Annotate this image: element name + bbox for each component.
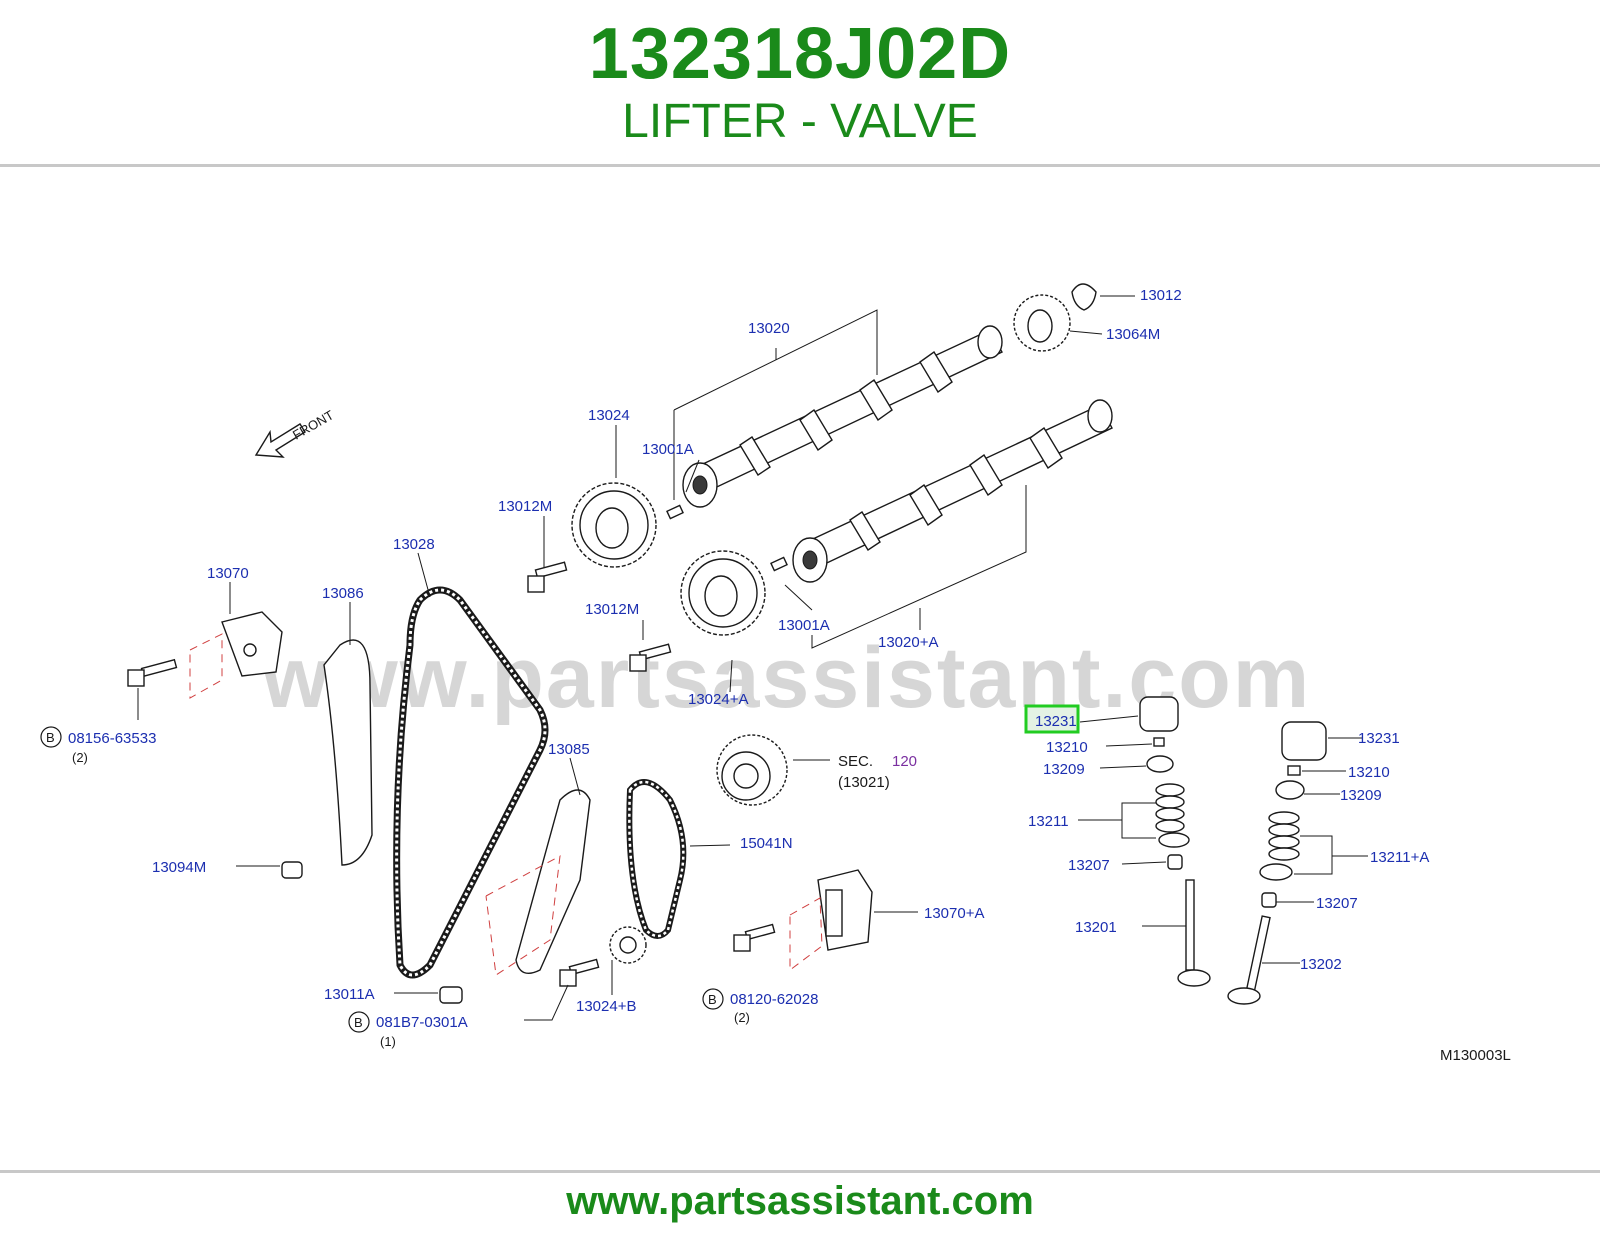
label-13024-b[interactable]: 13024+B: [576, 998, 636, 1015]
sec-label: SEC.: [838, 753, 873, 770]
label-13209-left[interactable]: 13209: [1043, 761, 1085, 778]
bolt-13012m-mid: [629, 643, 672, 672]
label-13011a[interactable]: 13011A: [324, 986, 375, 1003]
label-13024-a[interactable]: 13024+A: [688, 691, 748, 708]
highlight-box-13231: [1024, 704, 1080, 734]
exhaust-valve-13202: [1227, 915, 1271, 1005]
label-13202[interactable]: 13202: [1300, 956, 1342, 973]
bolt-08120: [733, 923, 776, 952]
label-08156-63533[interactable]: 08156-63533: [68, 730, 156, 747]
label-13020-a[interactable]: 13020+A: [878, 634, 938, 651]
dowel-pin-lower: [770, 556, 788, 572]
qty-08120: (2): [734, 1010, 750, 1025]
label-13211[interactable]: 13211: [1028, 813, 1069, 830]
part-name-subtitle: LIFTER - VALVE: [622, 95, 978, 148]
plug-13011a: [439, 986, 463, 1004]
label-081b7-0301a[interactable]: 081B7-0301A: [376, 1014, 468, 1031]
sprocket-13024-a: [680, 550, 766, 636]
label-13231-left[interactable]: 13231: [1035, 713, 1077, 730]
label-13012[interactable]: 13012: [1140, 287, 1182, 304]
valve-lifter-13231-right: [1281, 721, 1327, 761]
timing-chain-13028: [393, 586, 549, 979]
intake-valve-13201: [1177, 879, 1211, 987]
bolt-08156: [127, 658, 178, 687]
footer-divider: [0, 1170, 1600, 1173]
valve-collet-13210-right: [1287, 765, 1301, 776]
header-divider: [0, 164, 1600, 167]
label-13094m[interactable]: 13094M: [152, 859, 206, 876]
leader-lines: [137, 295, 1368, 1021]
label-13209-right[interactable]: 13209: [1340, 787, 1382, 804]
label-13085[interactable]: 13085: [548, 741, 590, 758]
marker-letter: B: [354, 1015, 363, 1030]
label-13207-left[interactable]: 13207: [1068, 857, 1110, 874]
timing-chain-15041n: [626, 779, 687, 939]
label-13001a-mid[interactable]: 13001A: [778, 617, 830, 634]
marker-letter: B: [46, 730, 55, 745]
label-13211-a[interactable]: 13211+A: [1370, 849, 1429, 866]
part-labels: 13012 13064M 13020 13024 13001A 13012M 1…: [68, 287, 1429, 1031]
front-arrow-icon: [254, 423, 306, 458]
label-13210-right[interactable]: 13210: [1348, 764, 1390, 781]
valve-collet-13210-left: [1153, 737, 1165, 747]
valve-spring-13211-a: [1259, 811, 1300, 881]
page-header: 132318J02D LIFTER - VALVE: [0, 0, 1600, 168]
label-13207-right[interactable]: 13207: [1316, 895, 1358, 912]
camshaft-lower: [792, 399, 1113, 583]
label-13064m[interactable]: 13064M: [1106, 326, 1160, 343]
valve-seal-13207-right: [1261, 892, 1277, 908]
assembly-dash-lines: [189, 633, 823, 976]
label-13024[interactable]: 13024: [588, 407, 630, 424]
sec-reference: (13021): [838, 774, 890, 791]
label-08120-62028[interactable]: 08120-62028: [730, 991, 818, 1008]
bolt-13024-b: [559, 958, 600, 987]
footer-url[interactable]: www.partsassistant.com: [566, 1179, 1034, 1223]
valve-spring-13211: [1155, 783, 1190, 848]
bolt-marker-b-1: B: [40, 726, 62, 748]
plug-13094m: [281, 861, 303, 879]
chain-guide-13085: [515, 789, 591, 974]
camshaft-upper: [682, 325, 1003, 508]
chain-guide-13086: [323, 639, 373, 866]
bolt-marker-b-2: B: [348, 1011, 370, 1033]
label-13012m-top[interactable]: 13012M: [498, 498, 552, 515]
cap-13012: [1071, 283, 1097, 311]
label-13070[interactable]: 13070: [207, 565, 249, 582]
valve-retainer-13209-right: [1275, 780, 1305, 800]
label-13231-right[interactable]: 13231: [1358, 730, 1400, 747]
watermark-text: www.partsassistant.com: [262, 630, 1312, 726]
label-13020[interactable]: 13020: [748, 320, 790, 337]
label-13028[interactable]: 13028: [393, 536, 435, 553]
bolt-marker-b-3: B: [702, 988, 724, 1010]
tensioner-13070-a: [817, 869, 873, 951]
sec-number[interactable]: 120: [892, 753, 917, 770]
valve-seal-13207-left: [1167, 854, 1183, 870]
label-13001a-top[interactable]: 13001A: [642, 441, 694, 458]
gear-sec-120: [716, 734, 788, 806]
qty-081b7: (1): [380, 1034, 396, 1049]
bolt-13012m-top: [527, 561, 568, 593]
part-number-title: 132318J02D: [588, 14, 1012, 94]
dowel-pin-upper: [666, 504, 684, 520]
label-13201[interactable]: 13201: [1075, 919, 1117, 936]
valve-retainer-13209-left: [1146, 755, 1174, 773]
label-13012m-mid[interactable]: 13012M: [585, 601, 639, 618]
sprocket-13024: [571, 482, 657, 568]
label-13210-left[interactable]: 13210: [1046, 739, 1088, 756]
tensioner-13070: [221, 611, 283, 677]
qty-08156: (2): [72, 750, 88, 765]
diagram-code: M130003L: [1440, 1047, 1511, 1064]
label-13070-a[interactable]: 13070+A: [924, 905, 984, 922]
label-13086[interactable]: 13086: [322, 585, 364, 602]
sprocket-13064m: [1013, 294, 1071, 352]
label-15041n[interactable]: 15041N: [740, 835, 793, 852]
sprocket-13024-b: [609, 926, 647, 964]
front-label: FRONT: [290, 407, 336, 442]
marker-letter: B: [708, 992, 717, 1007]
valve-lifter-13231-left: [1139, 696, 1179, 732]
